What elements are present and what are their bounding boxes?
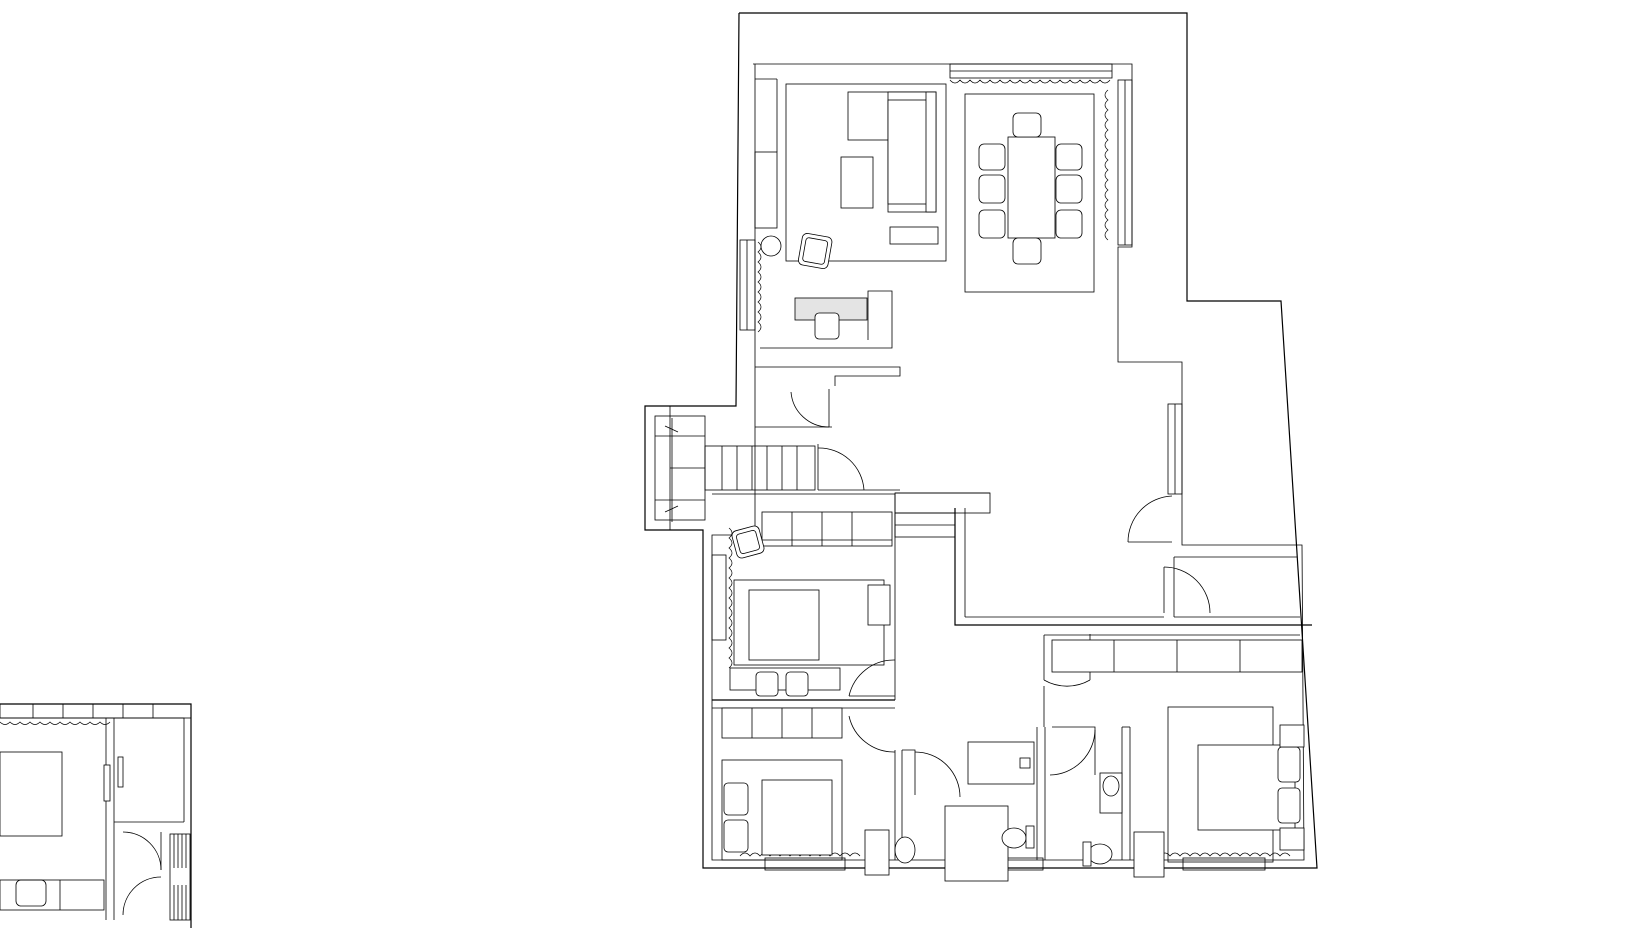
toilet-1 — [1001, 827, 1027, 849]
living-room — [754, 78, 947, 269]
bed-frame-2 — [721, 759, 843, 861]
bedroom-1 — [729, 511, 893, 697]
nightstand-2 — [864, 829, 890, 876]
toilet-2 — [1087, 843, 1113, 865]
bed-1 — [748, 589, 820, 661]
master-nightstand-top — [1279, 724, 1305, 748]
dining-rug — [964, 93, 1095, 293]
side-table — [760, 235, 782, 257]
master-desk — [1133, 831, 1165, 878]
master-bedroom — [1051, 639, 1305, 878]
ottoman — [889, 226, 939, 245]
stairs — [644, 405, 816, 531]
bathroom-2 — [1082, 772, 1123, 867]
shower — [944, 805, 1009, 882]
dining-area — [964, 93, 1095, 293]
master-nightstand-bottom — [1279, 827, 1305, 851]
bed-2 — [761, 779, 833, 856]
study-desk — [755, 290, 901, 386]
partial-plan-left — [0, 703, 192, 928]
coffee-table — [840, 156, 874, 209]
armchair — [798, 233, 833, 269]
bench-1 — [729, 667, 841, 691]
desk-chair — [814, 312, 840, 340]
entry-doors — [755, 389, 1173, 543]
sink-1 — [894, 836, 916, 864]
partial-chair — [15, 879, 47, 907]
outer-walls — [644, 12, 1318, 869]
dining-table — [1007, 136, 1056, 239]
windows — [711, 63, 1291, 871]
bedroom-2 — [721, 707, 890, 876]
terrace — [954, 508, 1312, 626]
dining-chairs — [978, 112, 1083, 265]
bathroom-1 — [894, 741, 1035, 882]
wardrobe-1 — [761, 511, 893, 547]
bedroom-1-chair — [731, 525, 765, 559]
wall-shelf — [754, 151, 778, 229]
nightstand-1 — [867, 584, 891, 626]
sink-2 — [1102, 775, 1120, 797]
partial-bed — [0, 751, 63, 837]
